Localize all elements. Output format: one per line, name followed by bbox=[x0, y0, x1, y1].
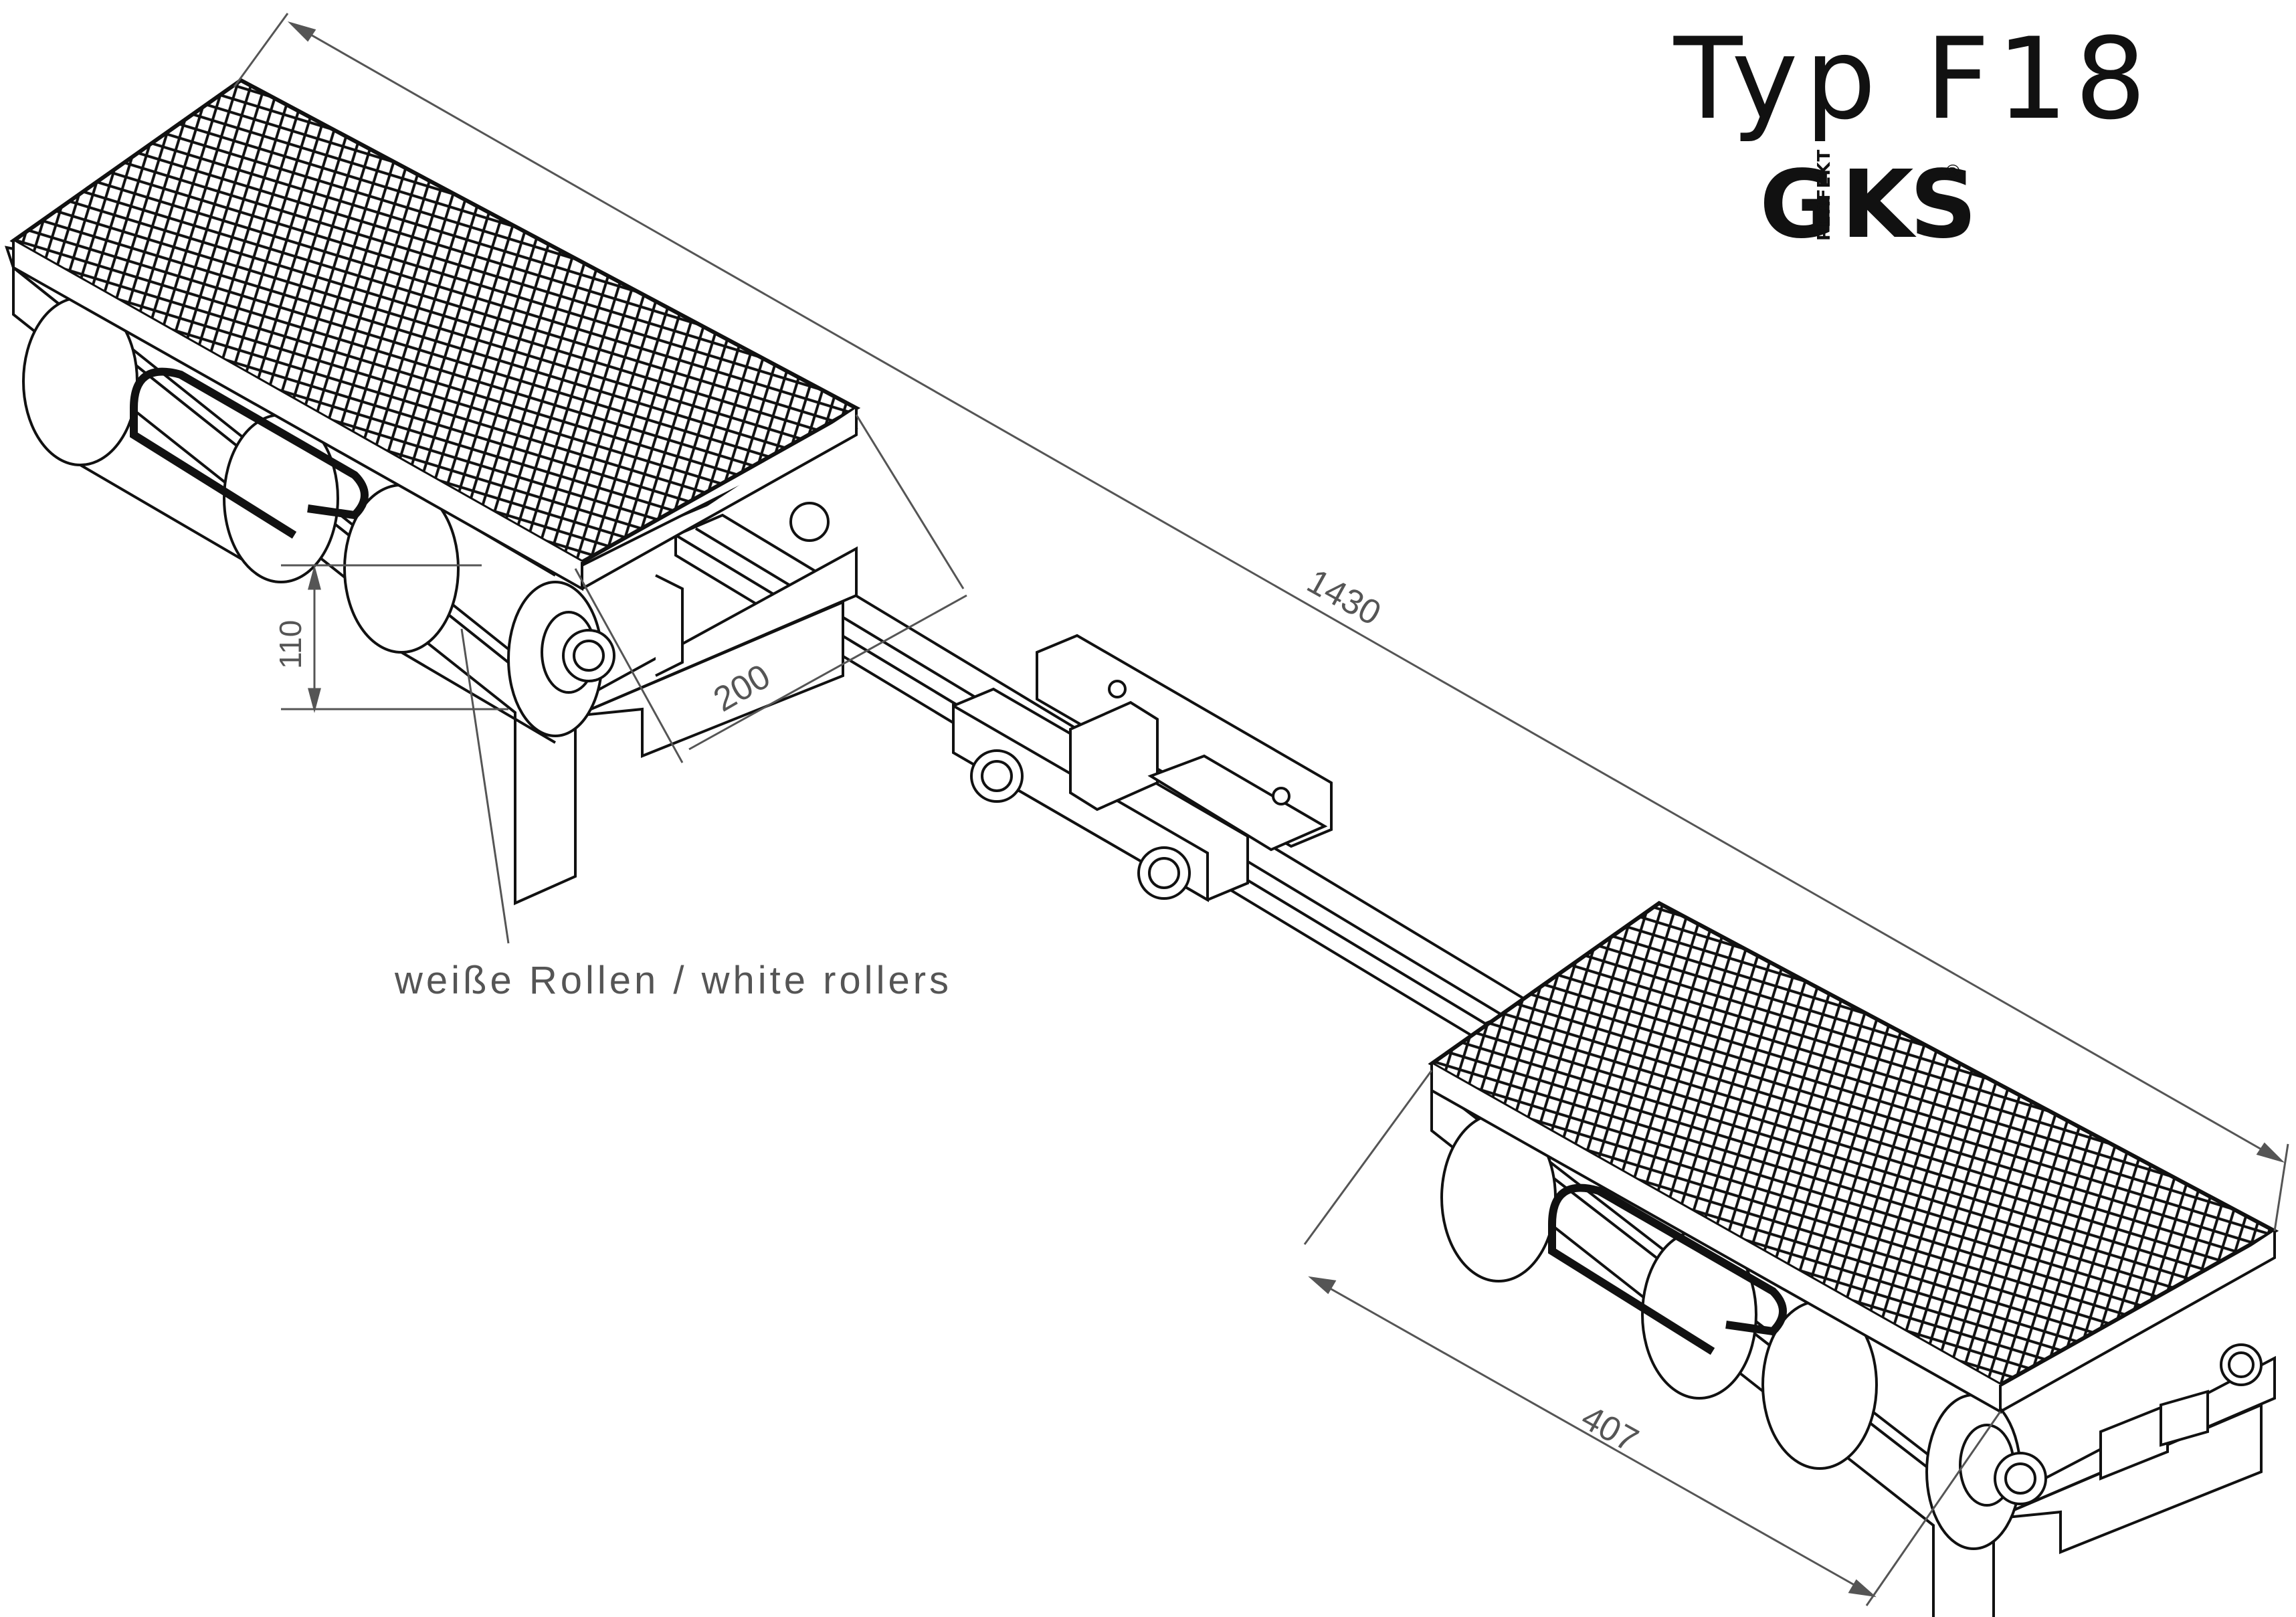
dimension-height: 110 bbox=[273, 620, 308, 669]
right-roller-skate bbox=[1428, 900, 2279, 1617]
center-clamp bbox=[952, 634, 1333, 902]
left-roller-skate bbox=[5, 78, 861, 906]
logo-perfekt-text: PERFEKT bbox=[1814, 149, 1834, 241]
roller-annotation: weiße Rollen / white rollers bbox=[394, 959, 952, 1002]
dimension-overall-length: 1430 bbox=[1301, 562, 1387, 634]
dimension-lines bbox=[233, 13, 2289, 1606]
gks-logo: G PERFEKT KS ® bbox=[1759, 149, 1977, 260]
registered-mark: ® bbox=[1943, 161, 1962, 183]
logo-letters-ks: KS bbox=[1841, 151, 1977, 260]
logo-letter-g: G bbox=[1759, 151, 1836, 260]
dimension-plate-width: 407 bbox=[1575, 1398, 1644, 1460]
drawing-title: Typ F18 bbox=[1673, 13, 2154, 145]
